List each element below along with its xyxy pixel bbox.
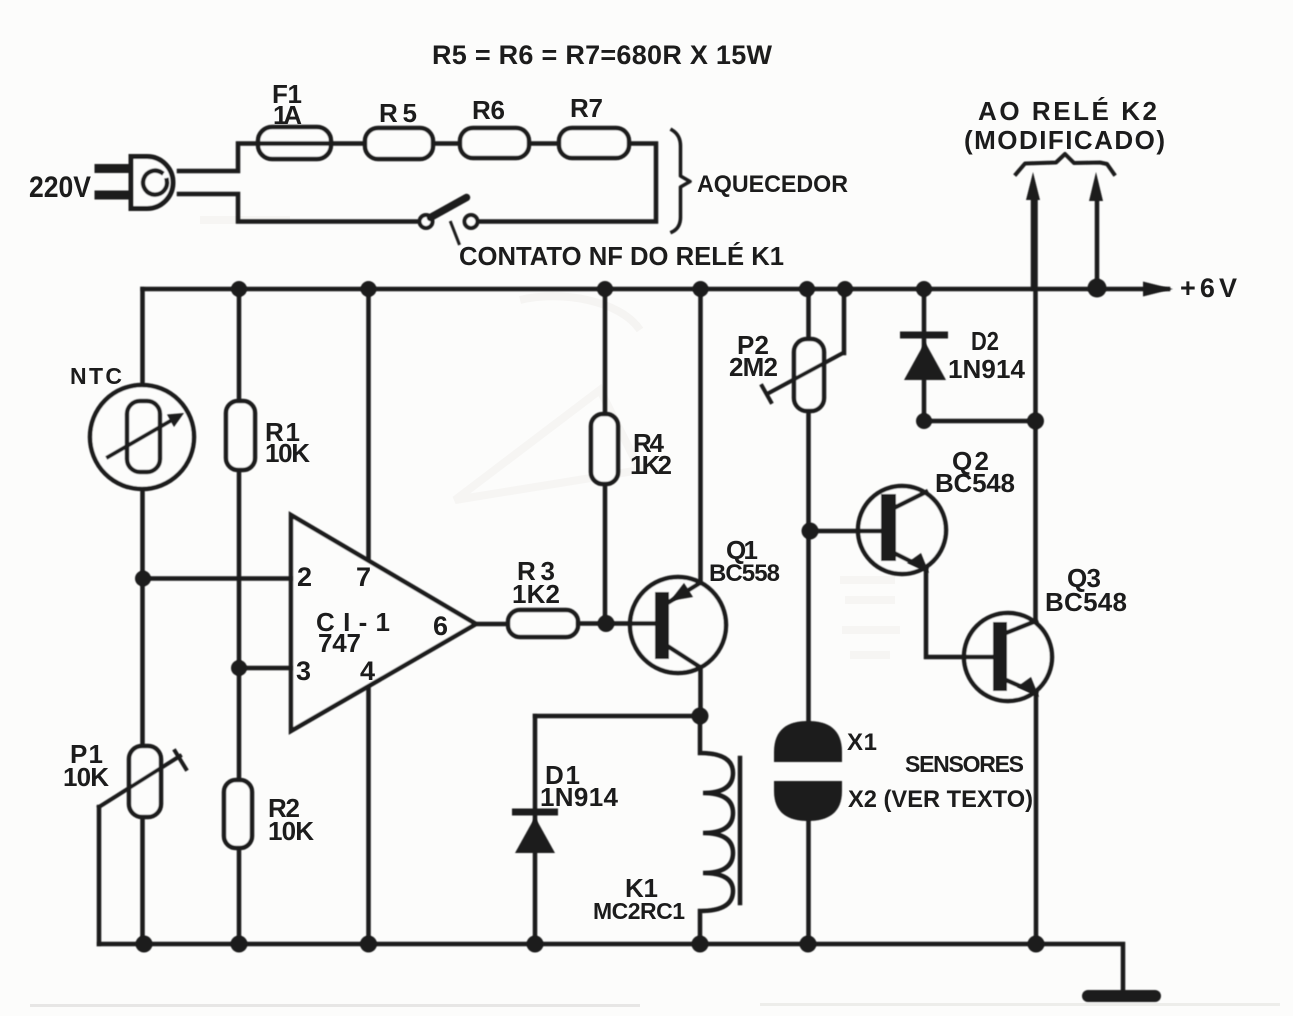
svg-text:R5 = R6 = R7=680R X 15W: R5 = R6 = R7=680R X 15W (432, 40, 773, 70)
svg-text:BC548: BC548 (1045, 587, 1127, 617)
svg-text:K1: K1 (625, 873, 658, 903)
svg-text:BC548: BC548 (935, 468, 1015, 498)
svg-text:6: 6 (433, 611, 448, 641)
svg-text:(MODIFICADO): (MODIFICADO) (964, 125, 1165, 155)
svg-text:1K2: 1K2 (512, 579, 560, 609)
svg-text:Q3: Q3 (1067, 563, 1101, 593)
svg-text:R6: R6 (472, 95, 505, 125)
svg-text:2M2: 2M2 (729, 352, 778, 382)
svg-text:10K: 10K (268, 816, 314, 846)
svg-text:+6V: +6V (1180, 273, 1237, 303)
svg-text:1A: 1A (273, 100, 302, 130)
svg-text:Q2: Q2 (952, 446, 989, 476)
svg-text:R4: R4 (633, 428, 665, 458)
svg-text:AQUECEDOR: AQUECEDOR (697, 171, 848, 198)
svg-text:R1: R1 (265, 417, 300, 447)
svg-text:1N914: 1N914 (540, 782, 619, 812)
svg-text:1K2: 1K2 (630, 450, 672, 480)
svg-text:10K: 10K (265, 438, 310, 468)
svg-text:NTC: NTC (70, 363, 122, 389)
svg-text:CONTATO NF DO RELÉ K1: CONTATO NF DO RELÉ K1 (459, 241, 784, 271)
svg-text:Q1: Q1 (726, 535, 758, 565)
svg-text:1N914: 1N914 (948, 354, 1026, 384)
svg-text:4: 4 (360, 656, 375, 686)
svg-text:7: 7 (356, 562, 371, 592)
svg-text:F1: F1 (272, 79, 302, 109)
svg-text:X1: X1 (847, 729, 877, 756)
svg-text:X2 (VER TEXTO): X2 (VER TEXTO) (848, 786, 1033, 813)
svg-text:10K: 10K (63, 762, 109, 792)
svg-text:SENSORES: SENSORES (905, 751, 1024, 777)
svg-text:D1: D1 (545, 760, 580, 790)
svg-text:R2: R2 (268, 793, 300, 823)
svg-text:P1: P1 (70, 739, 103, 769)
svg-text:AO RELÉ K2: AO RELÉ K2 (978, 96, 1157, 126)
svg-text:2: 2 (297, 562, 312, 592)
svg-text:R7: R7 (570, 93, 603, 123)
svg-text:747: 747 (318, 628, 361, 658)
svg-text:3: 3 (296, 656, 311, 686)
svg-text:BC558: BC558 (709, 560, 780, 587)
svg-text:220V: 220V (29, 171, 91, 204)
svg-text:D2: D2 (971, 326, 999, 356)
svg-text:MC2RC1: MC2RC1 (593, 898, 685, 924)
svg-text:P2: P2 (737, 330, 769, 360)
